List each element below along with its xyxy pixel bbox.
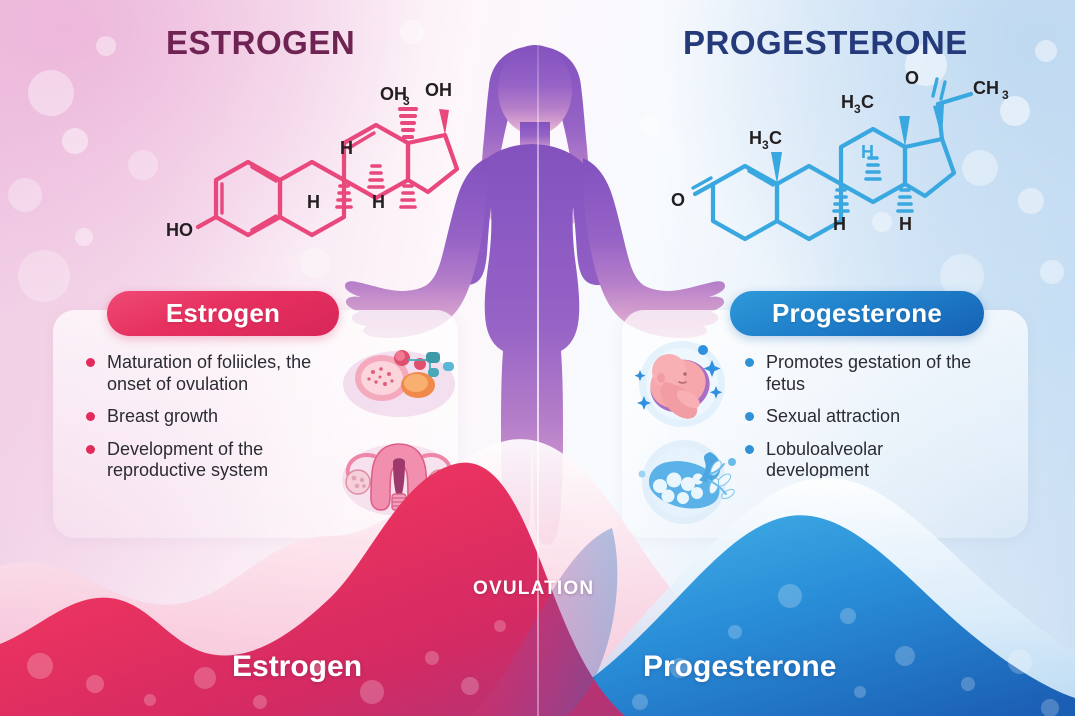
- list-item: Sexual attraction: [745, 406, 985, 428]
- list-item: Lobuloalveolar development: [745, 439, 985, 482]
- bullet-dot-icon: [745, 412, 754, 422]
- bullet-dot-icon: [86, 444, 95, 454]
- bullet-dot-icon: [86, 412, 95, 422]
- bullet-dot-icon: [745, 358, 754, 367]
- mol-label-oh: OH: [425, 80, 452, 100]
- list-item: Maturation of foliicles, the onset of ov…: [86, 352, 326, 395]
- progesterone-card-title: Progesterone: [730, 291, 984, 336]
- mol-label-ch3-sub: 3: [1002, 88, 1009, 102]
- wave-legend-progesterone: Progesterone: [643, 650, 837, 683]
- estrogen-card-title: Estrogen: [107, 291, 339, 336]
- wave-estrogen: [0, 462, 625, 716]
- mol-label-h3c-b: H: [841, 92, 854, 112]
- hormone-level-wave-chart: [0, 439, 1075, 716]
- mol-label-h3c-a: H: [749, 128, 762, 148]
- fetus-icon: [634, 341, 725, 427]
- progesterone-molecule-diagram: O O CH 3 H 3 C H 3 C H H H: [671, 68, 1009, 242]
- list-item-label: Development of the reproductive system: [107, 438, 269, 481]
- list-item-label: Sexual attraction: [766, 406, 901, 427]
- mol-label-oh3: OH: [380, 84, 407, 104]
- list-item-label: Breast growth: [107, 406, 219, 427]
- page-title-estrogen: ESTROGEN: [166, 24, 356, 61]
- list-item: Development of the reproductive system: [86, 439, 326, 482]
- mol-label-h-2: H: [307, 192, 320, 212]
- wave-overlap-blend: [470, 528, 618, 716]
- mol-label-h-3: H: [372, 192, 385, 212]
- list-item: Breast growth: [86, 406, 326, 428]
- follicle-ovary-icon: [343, 350, 455, 417]
- progesterone-card-title-label: Progesterone: [771, 298, 942, 328]
- mol-label-ho: HO: [166, 220, 193, 240]
- mol-label-h-1: H: [861, 142, 874, 162]
- mol-label-h-1: H: [340, 138, 353, 158]
- mol-label-h3c-b-sub: 3: [854, 102, 861, 116]
- mol-label-h3c-b-tail: C: [861, 92, 874, 112]
- wave-legend-estrogen: Estrogen: [232, 650, 363, 683]
- mol-label-o-top: O: [905, 68, 919, 88]
- ovulation-label: OVULATION: [473, 578, 595, 599]
- mol-label-h3c-a-sub: 3: [762, 138, 769, 152]
- bullet-dot-icon: [745, 444, 754, 454]
- mol-label-oh3-sub: 3: [403, 94, 410, 108]
- female-silhouette: [345, 45, 725, 545]
- estrogen-card-title-label: Estrogen: [165, 298, 281, 328]
- mol-label-h-2: H: [833, 214, 846, 234]
- mol-label-ch3: CH: [973, 78, 999, 98]
- estrogen-bullet-list: Maturation of foliicles, the onset of ov…: [86, 352, 326, 493]
- wave-progesterone: [520, 515, 1075, 716]
- mammary-gland-icon: [638, 440, 736, 524]
- mol-label-h-3: H: [899, 214, 912, 234]
- mol-label-o-left: O: [671, 190, 685, 210]
- wave-bokeh: [27, 584, 1059, 716]
- list-item-label: Lobuloalveolar development: [766, 438, 884, 481]
- progesterone-bullet-list: Promotes gestation of the fetus Sexual a…: [745, 352, 985, 493]
- page-title-progesterone: PROGESTERONE: [683, 24, 968, 61]
- estradiol-molecule-diagram: HO OH 3 OH H H H: [166, 80, 460, 240]
- list-item-label: Promotes gestation of the fetus: [766, 352, 972, 394]
- bullet-dot-icon: [86, 358, 95, 367]
- center-divider: [537, 0, 539, 716]
- mol-label-h3c-a-tail: C: [769, 128, 782, 148]
- list-item-label: Maturation of foliicles, the onset of ov…: [107, 352, 312, 394]
- list-item: Promotes gestation of the fetus: [745, 352, 985, 395]
